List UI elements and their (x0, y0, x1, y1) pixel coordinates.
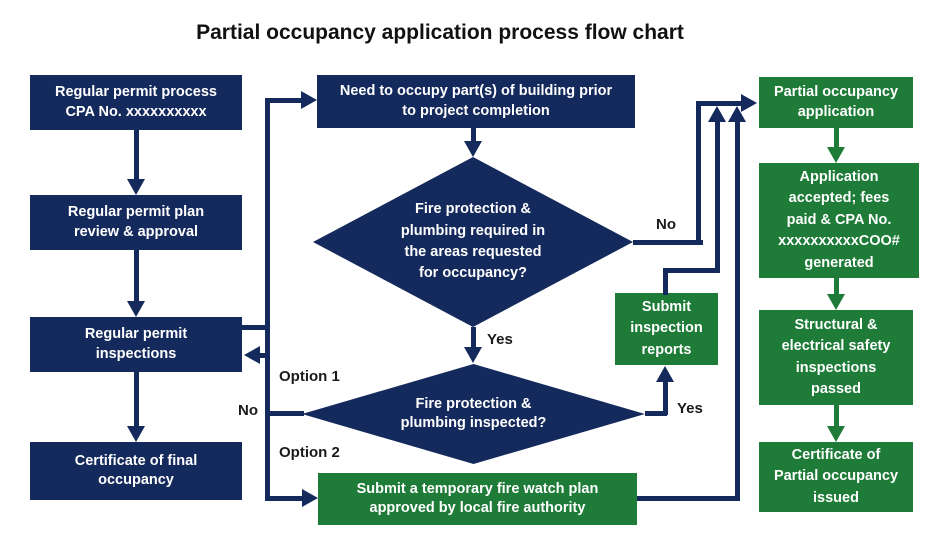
line-segment (662, 380, 668, 415)
arrowhead-right (301, 91, 317, 109)
edge-label-option2: Option 2 (279, 444, 340, 461)
edge-label-no-fire-required: No (656, 216, 676, 233)
line-segment (242, 324, 267, 330)
arrowhead-down (127, 301, 145, 317)
line-segment (259, 352, 268, 358)
node-regular-permit-inspections: Regular permit inspections (30, 317, 242, 372)
line-segment (133, 250, 139, 302)
arrowhead-down (827, 294, 845, 310)
arrowhead-down (827, 147, 845, 163)
edge-label-no-inspected: No (238, 402, 258, 419)
arrowhead-down (464, 347, 482, 363)
line-segment (714, 120, 720, 272)
line-segment (662, 267, 720, 273)
edge-label-yes-fire-required: Yes (487, 331, 513, 348)
node-submit-fire-watch-plan: Submit a temporary fire watch plan appro… (318, 473, 637, 525)
line-segment (695, 100, 701, 243)
arrowhead-down (827, 426, 845, 442)
arrowhead-down (127, 179, 145, 195)
arrowhead-up (728, 106, 746, 122)
edge-label-yes-inspected: Yes (677, 400, 703, 417)
arrowhead-down (127, 426, 145, 442)
arrowhead-left (244, 346, 260, 364)
line-segment (133, 130, 139, 180)
node-structural-electrical-inspections: Structural & electrical safety inspectio… (759, 310, 913, 405)
node-regular-permit-plan-review: Regular permit plan review & approval (30, 195, 242, 250)
node-regular-permit-process: Regular permit process CPA No. xxxxxxxxx… (30, 75, 242, 130)
node-certificate-final-occupancy: Certificate of final occupancy (30, 442, 242, 500)
line-segment (264, 97, 302, 103)
chart-title: Partial occupancy application process fl… (196, 21, 684, 44)
arrowhead-right (302, 489, 318, 507)
node-partial-occupancy-application: Partial occupancy application (759, 77, 913, 128)
line-segment (645, 410, 667, 416)
arrowhead-up (708, 106, 726, 122)
line-segment (833, 278, 839, 295)
line-segment (264, 410, 304, 416)
node-application-accepted: Application accepted; fees paid & CPA No… (759, 163, 919, 278)
line-segment (662, 267, 668, 295)
decision-fire-protection-required: Fire protection & plumbing required in t… (313, 157, 633, 327)
line-segment (734, 120, 740, 501)
node-certificate-partial-occupancy: Certificate of Partial occupancy issued (759, 442, 913, 512)
line-segment (637, 495, 737, 501)
line-segment (133, 372, 139, 427)
line-segment (264, 97, 270, 501)
edge-label-option1: Option 1 (279, 368, 340, 385)
arrowhead-up (656, 366, 674, 382)
decision-fire-protection-inspected: Fire protection & plumbing inspected? (302, 364, 645, 464)
line-segment (264, 495, 303, 501)
arrowhead-down (464, 141, 482, 157)
line-segment (470, 327, 476, 348)
line-segment (695, 100, 742, 106)
node-submit-inspection-reports: Submit inspection reports (615, 293, 718, 365)
line-segment (833, 405, 839, 427)
line-segment (633, 239, 703, 245)
line-segment (833, 128, 839, 149)
line-segment (470, 128, 476, 142)
node-need-to-occupy: Need to occupy part(s) of building prior… (317, 75, 635, 128)
